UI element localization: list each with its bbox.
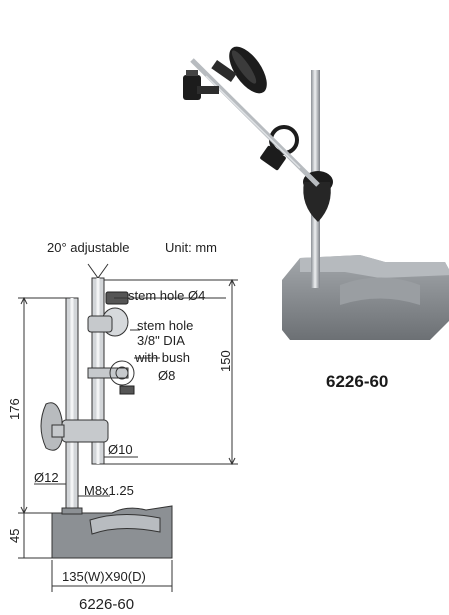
thread-label: M8x1.25 — [84, 483, 134, 498]
angle-indicator — [87, 263, 109, 279]
drawing-base — [51, 505, 173, 559]
stem-hole-small-label: stem hole Ø4 — [128, 288, 206, 303]
angle-note: 20° adjustable — [47, 240, 130, 255]
photo-base — [282, 255, 449, 340]
stem-hole-large-label-1: stem hole — [137, 318, 194, 333]
post-diameter-label: Ø12 — [34, 470, 59, 485]
base-dimension-label: 135(W)X90(D) — [62, 569, 146, 584]
photo-arm-clamp — [260, 145, 286, 171]
photo-model-number: 6226-60 — [326, 372, 389, 391]
drawing-stem-clamp — [87, 291, 129, 337]
drawing-model-number: 6226-60 — [79, 596, 135, 613]
bush-label-1: with bush — [135, 350, 190, 365]
dim-176-label: 176 — [7, 398, 22, 420]
drawing-post — [65, 297, 79, 514]
dim-45-label: 45 — [7, 528, 22, 543]
rod-diameter-label: Ø10 — [108, 442, 133, 457]
dim-150-label: 150 — [218, 350, 233, 372]
photo-fine-adjust-knob — [211, 46, 267, 94]
drawing-clamp-handle — [40, 402, 109, 451]
unit-note: Unit: mm — [165, 240, 217, 255]
photo-head-clamp — [183, 70, 219, 100]
bush-label-2: Ø8 — [158, 368, 176, 383]
stem-hole-large-label-2: 3/8" DIA — [137, 333, 185, 348]
drawing-bush-clamp — [87, 360, 135, 395]
